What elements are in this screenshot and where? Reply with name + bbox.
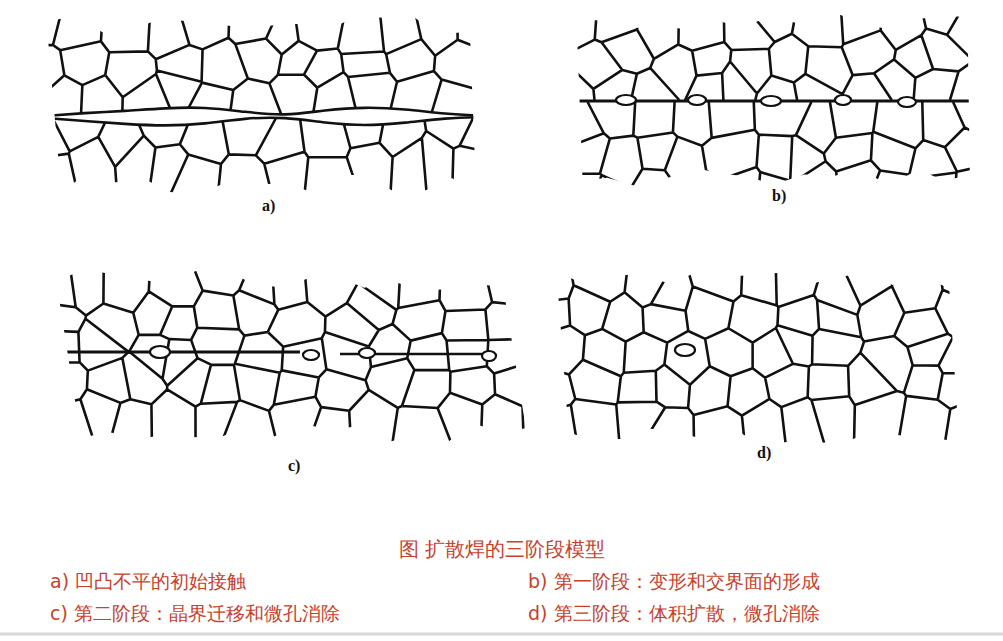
micro-void [616,95,636,105]
micro-void [675,344,695,356]
grain-structure [45,263,540,450]
grain-boundaries [545,265,972,453]
grain-boundaries [45,263,540,450]
contact-surface [45,108,485,116]
subcaption: c) 第二阶段：晶界迁移和微孔消除 [50,601,340,627]
micro-void [150,346,170,358]
micro-void [303,350,319,360]
micro-void [761,96,781,106]
grain-boundaries [565,5,985,100]
figure-caption: 图 扩散焊的三阶段模型 [399,536,605,563]
grain-boundaries [565,102,985,193]
grain-structure [35,10,492,200]
grain-structure [545,265,972,453]
micro-void [482,351,496,361]
panel-label: c) [288,457,300,475]
micro-void [835,95,851,105]
subcaption: d) 第三阶段：体积扩散，微孔消除 [528,601,820,627]
panel-label: b) [772,187,786,205]
bottom-rule [0,633,1003,636]
interface-gap [45,108,485,126]
micro-void [688,95,706,105]
contact-surface [45,117,485,125]
subcaption: b) 第一阶段：变形和交界面的形成 [528,569,820,595]
micro-void [359,348,375,358]
grain-boundaries [35,116,492,200]
bond-interface [58,350,300,353]
subcaption: a) 凹凸不平的初始接触 [50,569,246,595]
micro-void [898,97,916,107]
grain-structure [565,5,985,193]
panel-label: d) [757,444,771,462]
grain-boundaries [35,10,492,114]
panel-label: a) [262,197,275,215]
